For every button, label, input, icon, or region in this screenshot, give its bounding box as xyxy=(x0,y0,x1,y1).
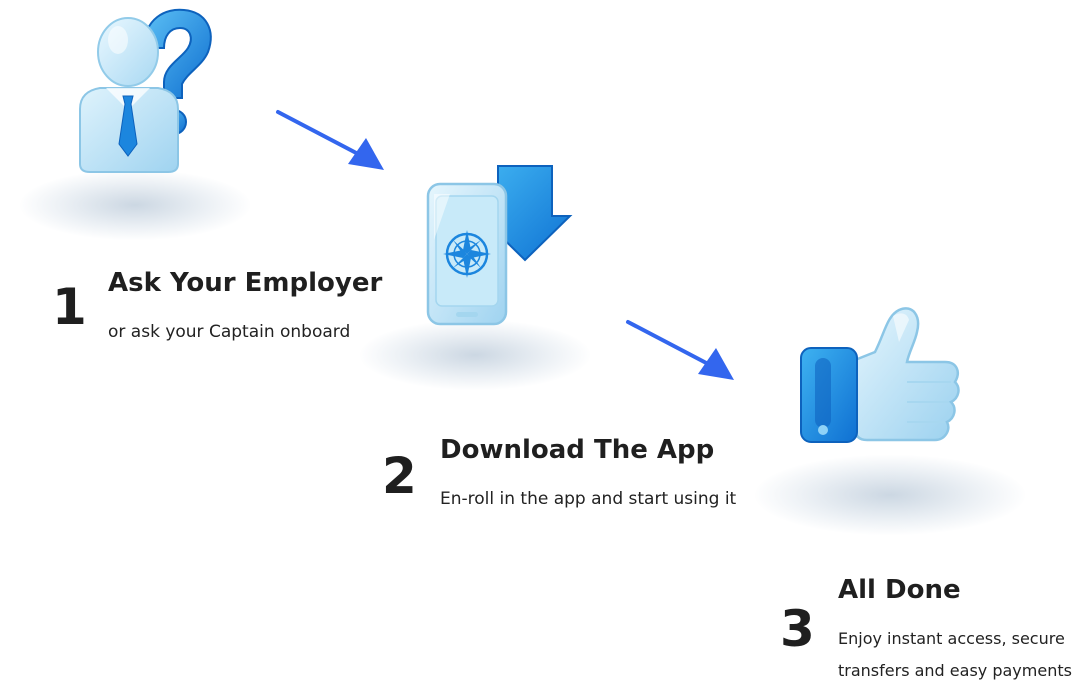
step-3-description: Enjoy instant access, secure transfers a… xyxy=(838,623,1072,687)
step-3-number: 3 xyxy=(780,600,815,658)
step-3-shadow xyxy=(755,455,1025,535)
step-2-description-line: En-roll in the app and start using it xyxy=(440,489,737,509)
employer-question-icon xyxy=(79,8,212,173)
step-1-description-line: or ask your Captain onboard xyxy=(108,322,351,342)
step-1-number: 1 xyxy=(52,278,87,336)
step-1-shadow xyxy=(20,170,250,240)
step-3-description-line-1: Enjoy instant access, secure xyxy=(838,629,1065,648)
step-2-description: En-roll in the app and start using it xyxy=(440,483,736,515)
step-2-title: Download The App xyxy=(440,435,715,465)
step-1-title: Ask Your Employer xyxy=(108,268,383,298)
flow-arrow-2-icon xyxy=(626,320,734,380)
thumbs-up-icon xyxy=(800,307,960,443)
flow-arrow-1-icon xyxy=(276,110,384,170)
step-3-description-line-2: transfers and easy payments xyxy=(838,661,1072,680)
phone-download-icon xyxy=(426,165,573,326)
step-1-description: or ask your Captain onboard xyxy=(108,316,350,348)
step-2-number: 2 xyxy=(382,447,417,505)
step-2-shadow xyxy=(360,320,590,390)
step-3-title: All Done xyxy=(838,575,961,605)
